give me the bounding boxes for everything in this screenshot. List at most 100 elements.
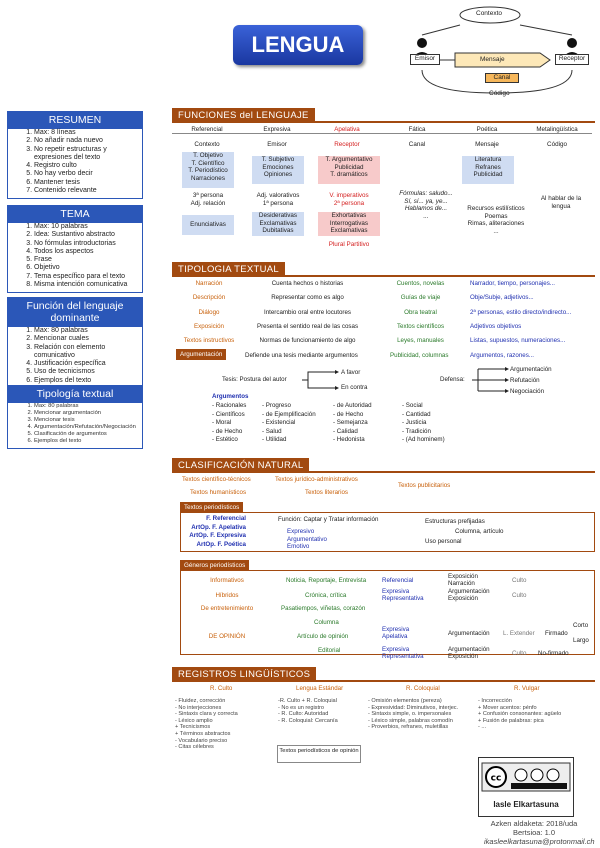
genero-func: Expresiva [382, 626, 410, 633]
cell: Al hablar de la lengua [540, 195, 582, 210]
author-name: Iasle Elkartasuna [493, 800, 559, 809]
footer-meta: Azken aldaketa: 2018/uda Bertsioa: 1.0 i… [484, 819, 595, 846]
list-item: No repetir estructuras y expresiones del… [34, 146, 138, 163]
cell-line: Exclamativas [330, 227, 368, 234]
cell-line: Adj. relación [190, 199, 226, 207]
cell-line: Publicidad [334, 163, 364, 171]
divider [172, 680, 595, 682]
cell-line: Fórmulas: saludo... [399, 190, 453, 197]
genero-nofirm: No-firmado [538, 650, 569, 657]
cell-line: 3ª persona [192, 192, 224, 199]
genero-tipo: Narración [448, 580, 475, 587]
cell-line: Dubitativas [262, 227, 294, 234]
genero-example: Noticia, Reportaje, Entrevista [286, 577, 367, 584]
list-item: Mencionar tesis [34, 417, 138, 424]
list-item: Objetivo [34, 264, 138, 272]
list-item: Contenido relevante [34, 187, 138, 195]
uso-text: Uso personal [425, 538, 462, 545]
list-item: Max: 10 palabras [34, 223, 138, 231]
arg-col: - Progreso - de Ejemplificación - Existe… [262, 402, 316, 445]
type-desc: Representar como es algo [271, 294, 344, 301]
class-item: Textos jurídico-administrativos [275, 476, 358, 483]
referencial-group: T. Objetivo T. Científico T. Periodístic… [182, 152, 234, 188]
genero-registro: Culto [512, 650, 527, 657]
list-item: Argumentación/Refutación/Negociación [34, 424, 138, 431]
cell-line: Publicidad [473, 171, 503, 178]
divider [172, 275, 595, 277]
arg-item: - Racionales [212, 402, 247, 409]
cell-line: Rimas, aliteraciones [467, 220, 525, 227]
cell-line: T. Subjetivo [261, 156, 295, 163]
registro-item: + Mover acentos: pénfo [478, 704, 537, 711]
type-example: Cuentos, novelas [396, 280, 445, 287]
footer-line: Bertsioa: 1.0 [512, 828, 556, 837]
clasificacion-heading: CLASIFICACIÓN NATURAL [172, 458, 310, 473]
encontra-label: En contra [341, 384, 368, 391]
cell-line: Refranes [475, 163, 501, 171]
list-item: Idea: Sustantivo abstracto [34, 231, 138, 239]
cell-line: Emociones [262, 163, 294, 171]
arg-item: - Tradición [402, 427, 431, 435]
arg-item: - Justicia [402, 419, 427, 426]
registro-item: - Léxico amplio [175, 717, 213, 724]
genero-example: Pasatiempos, viñetas, corazón [281, 605, 366, 612]
type-label: Narración [195, 280, 223, 287]
tipologia-side-list: Max: 80 palabras Mencionar argumentación… [7, 399, 143, 449]
arg-item: - Estético [212, 436, 238, 443]
type-label: Diálogo [198, 309, 220, 316]
arg-col: - de Autoridad - de Hecho - Semejanza - … [333, 402, 372, 445]
genero-example: Columna [314, 619, 339, 626]
bullet-item: Argumentativo [287, 535, 327, 543]
genero-name: Híbridos [215, 592, 239, 599]
defensa-item: Refutación [510, 377, 540, 384]
tema-list: Max: 10 palabras Idea: Sustantivo abstra… [7, 219, 143, 294]
arg-col: - Racionales - Científicos - Moral - de … [212, 402, 246, 445]
codigo-label: Código [489, 90, 510, 97]
registro-list: - Incorrección + Mover acentos: pénfo + … [478, 698, 561, 731]
cell-line: Hablamos de... [404, 205, 448, 212]
registro-item: - Sintaxis clara y correcta [175, 711, 238, 718]
type-example: Leyes, manuales [397, 337, 444, 344]
arg-item: - de Hecho [333, 410, 364, 418]
list-item: Misma intención comunicativa [34, 281, 138, 289]
cell-line: T. dramáticos [330, 171, 368, 178]
page-title: LENGUA [233, 25, 363, 65]
divider [172, 471, 595, 473]
genero-tipo: Exposición [448, 573, 478, 580]
list-item: No fórmulas introductorias [34, 240, 138, 248]
genero-func: Representativa [382, 653, 424, 660]
arg-col: - Social - Cantidad - Justicia - Tradici… [402, 402, 445, 445]
list-item: Clasificación de argumentos [34, 431, 138, 438]
genero-func: Expresiva [382, 588, 410, 595]
emisor-node: Emisor [410, 54, 440, 65]
funcion-list: Max: 80 palabras Mencionar cuales Relaci… [7, 323, 143, 390]
cell-line: ... [423, 212, 429, 220]
expresiva-group2: Adj. valorativos 1ª persona [248, 192, 308, 207]
genero-example: Crónica, crítica [305, 592, 347, 599]
apelativa-group2: V. imperativos 2ª persona [318, 192, 380, 207]
arg-example: Publicidad, columnas [390, 352, 449, 359]
generos-label: Géneros periodísticos [180, 560, 250, 571]
list-item: Todos los aspectos [34, 248, 138, 256]
registro-list: - Omisión elementos (pereza) - Expresivi… [368, 698, 458, 731]
cell: Mensaje [475, 141, 499, 148]
cc-license-icon: cc [481, 762, 571, 792]
genero-registro: Culto [512, 592, 527, 599]
tesis-arrows [302, 370, 339, 390]
type-desc: Cuenta hechos o historias [271, 280, 344, 287]
type-example: Textos científicos [396, 323, 445, 330]
cell-line: Interrogativas [329, 219, 369, 227]
registro-item: - Fluidez, corrección [175, 698, 226, 704]
afavor-label: A favor [341, 369, 361, 376]
type-example: Guías de viaje [400, 294, 441, 301]
poetica-group: Literatura Refranes Publicidad [462, 156, 514, 184]
arg-item: - Hedonista [333, 436, 365, 443]
genero-firma: Firmado [545, 630, 568, 637]
class-item: Textos humanísticos [190, 489, 247, 496]
type-resources: 2ª personas, estilo directo/indirecto... [470, 309, 572, 316]
list-item: Frase [34, 256, 138, 264]
defensa-arrows [472, 367, 509, 393]
communication-diagram [413, 6, 581, 94]
list-item: Registro culto [34, 162, 138, 170]
resumen-list: Max: 8 líneas No añadir nada nuevo No re… [7, 125, 143, 200]
